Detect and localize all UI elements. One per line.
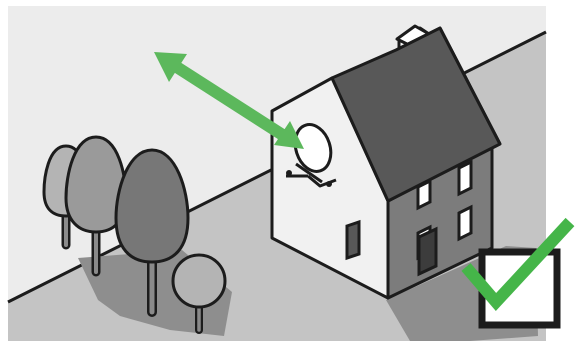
tree-3-crown: [116, 150, 188, 262]
house-door: [419, 229, 436, 274]
window-upper-right: [459, 162, 471, 194]
window-lower-right: [459, 207, 471, 239]
window-upper-left: [418, 181, 430, 208]
tree-4-crown: [173, 255, 225, 307]
front-wall-window: [347, 222, 359, 258]
